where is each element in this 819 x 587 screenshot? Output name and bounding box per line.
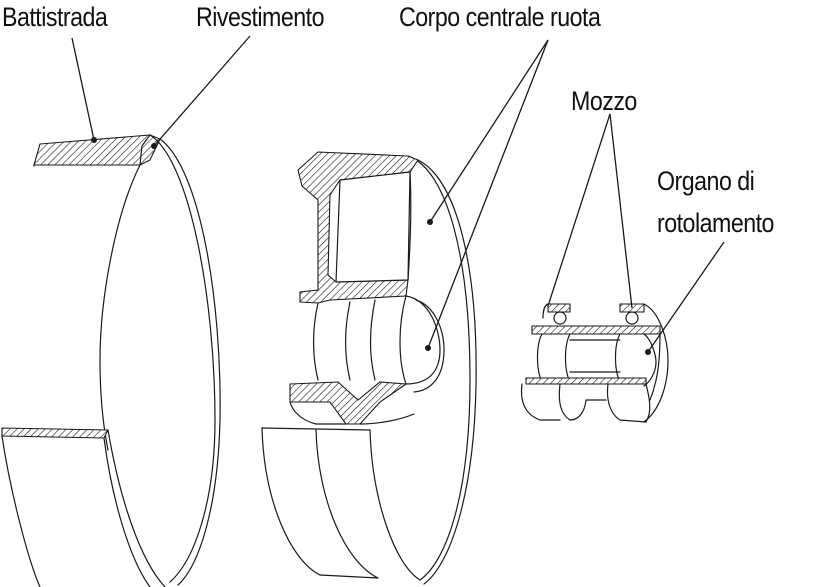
label-corpo-centrale: Corpo centrale ruota (399, 2, 601, 32)
leader-mozzo-2 (609, 113, 633, 309)
leader-dots (91, 137, 651, 355)
leader-lines (71, 35, 725, 353)
label-mozzo: Mozzo (571, 86, 637, 116)
leader-mozzo-1 (547, 113, 611, 307)
rim-section-lower (289, 381, 408, 425)
hub-shaft-top (531, 325, 661, 335)
label-battistrada: Battistrada (2, 2, 108, 32)
leader-corpo (429, 39, 549, 223)
leader-battistrada (71, 37, 95, 141)
label-organo-line1: Organo di (657, 166, 755, 196)
label-rivestimento: Rivestimento (196, 2, 325, 32)
bearing-left-top (547, 303, 571, 313)
wheel-body (261, 151, 477, 585)
leader-corpo-hub (427, 39, 549, 349)
bearing-lower-section (525, 377, 647, 385)
leader-organo (647, 241, 725, 353)
hub-assembly (520, 303, 669, 423)
leader-rivestimento (153, 35, 251, 147)
label-organo-line2: rotolamento (657, 208, 774, 238)
coating-section-top (139, 134, 161, 166)
tyre-ring (1, 134, 221, 587)
tread-section-bottom (1, 427, 109, 439)
